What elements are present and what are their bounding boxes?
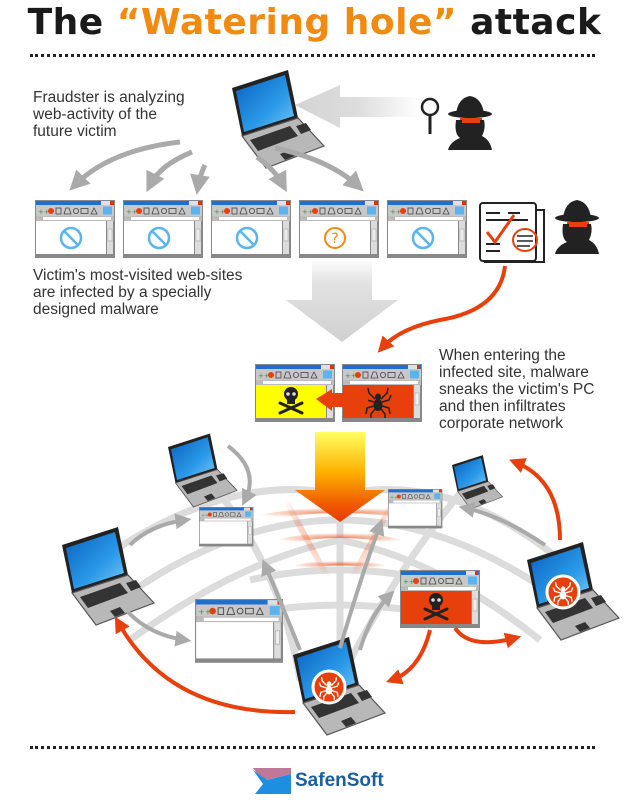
fan-arrows [69,139,364,195]
caption-line: future victim [33,123,117,140]
network-laptop-left [61,526,155,626]
page-title: The “Watering hole” attack [0,2,629,43]
brand-name: SafenSoft [295,770,384,791]
fraudster-icon-2 [555,200,599,254]
caption-line: and then infiltrates [439,398,566,415]
fraudster-icon [448,96,492,150]
caption-line: designed malware [33,301,159,318]
fan-arrow-1 [69,139,181,191]
caption-line: Victim's most-visited web-sites [33,267,243,284]
spider-badge-icon [311,669,347,705]
network-website-2 [387,488,443,529]
victim-laptop [231,69,325,169]
website-2 [122,199,204,259]
infected-laptop-bottom [292,636,386,736]
envelope-logo-icon [253,768,291,794]
caption-line: Fraudster is analyzing [33,89,185,106]
svg-text:?: ? [331,231,338,247]
title-suffix: attack [457,2,602,43]
network-red-arrows [114,458,562,715]
fan-arrow-3 [190,163,210,195]
website-3 [210,199,292,259]
network-website-3 [194,598,284,664]
title-prefix: The [27,2,117,43]
caption-step-3: When entering the infected site, malware… [439,347,594,432]
website-4-selected: ? [298,199,380,259]
question-icon: ? [324,227,346,249]
analysis-arrow [295,85,420,128]
malware-transfer-arrow [316,389,368,411]
infected-laptop-right [526,541,620,641]
caption-line: web-activity of the [33,106,158,123]
network-gray-arrows [126,444,547,651]
spider-badge-icon [545,574,581,610]
infection-arrow [286,258,398,342]
network-infected-website [399,569,481,629]
network-website-1 [198,506,254,547]
malware-injection-arrow [377,265,507,353]
fan-arrow-5 [274,145,364,192]
network-infiltration-arrow [295,432,385,522]
caption-line: corporate network [439,415,564,432]
caption-line: sneaks the victim's PC [439,381,595,398]
brand-logo: SafenSoft [253,766,384,796]
fan-arrow-2 [146,149,193,193]
bottom-divider [30,746,595,749]
caption-step-2: Victim's most-visited web-sites are infe… [33,267,242,318]
website-1 [34,199,116,259]
analysis-report-icon [479,202,545,263]
top-divider [30,54,595,57]
title-highlight: “Watering hole” [116,2,458,43]
fan-arrow-4 [255,154,287,193]
website-5 [386,199,468,259]
caption-line: infected site, malware [439,364,589,381]
caption-line: are infected by a specially [33,284,212,301]
magnifier-icon [420,97,440,134]
caption-line: When entering the [439,347,566,364]
infected-website [254,363,336,423]
caption-step-1: Fraudster is analyzing web-activity of t… [33,89,185,140]
